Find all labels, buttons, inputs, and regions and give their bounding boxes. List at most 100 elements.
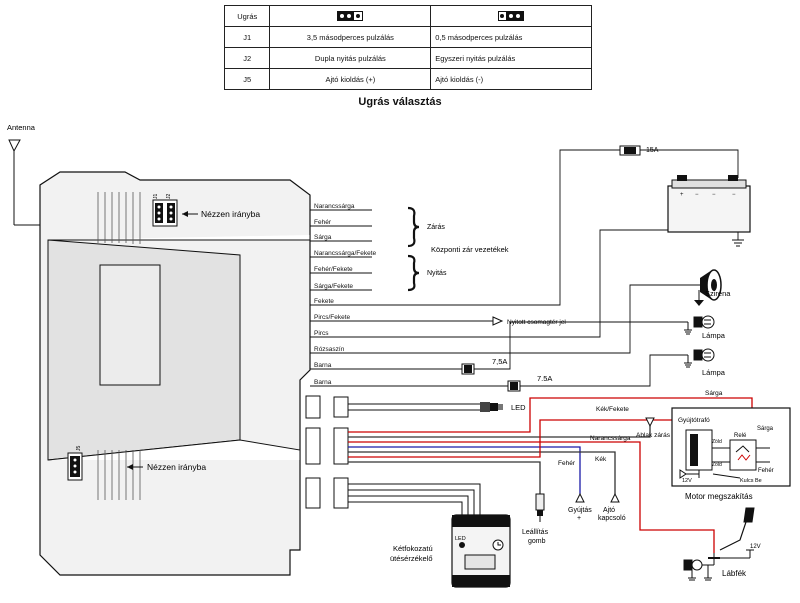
connector-block [305, 395, 349, 509]
fuse-75a-label: 7,5A [492, 357, 507, 366]
arrow-icon [182, 211, 198, 217]
ignition-12v-label: 12V [682, 478, 692, 484]
shock-sensor-icon [451, 514, 511, 588]
antenna-icon [8, 139, 40, 226]
door-switch-label: kapcsoló [598, 515, 626, 522]
ground-icon [732, 239, 744, 247]
sensor-wires [348, 483, 481, 515]
relay-label: Relé [734, 433, 747, 439]
brace-icon [407, 206, 420, 292]
led-wire [348, 403, 480, 411]
trunk-arrow-icon [492, 316, 504, 326]
fuse-75b-label: 7.5A [537, 374, 552, 383]
sensor-label-1: Kétfokozatú [393, 544, 433, 553]
unit-ribs-bottom [97, 450, 141, 500]
wire-label: Sárga/Fekete [314, 283, 353, 290]
wire-label: Fehér/Fekete [314, 266, 353, 273]
unit-ribs-top [97, 192, 141, 244]
jumper-j5-label: J5 [76, 446, 82, 452]
ignition-plus-label: + [577, 515, 581, 522]
ignition-box [671, 407, 791, 487]
antenna-label: Antenna [7, 123, 36, 132]
kek-fekete-label: Kék/Fekete [596, 406, 629, 413]
ignition-zold2-label: Zöld [712, 462, 722, 468]
svg-text:+: + [680, 192, 684, 198]
foot-brake-label: Lábfék [722, 569, 747, 578]
jumper-left-setting-icon [337, 11, 364, 21]
foot-brake-icon [683, 507, 755, 581]
ignition-input-icon [575, 492, 585, 503]
look-direction-bottom: Nézzen irányba [147, 462, 206, 472]
wire-harness [310, 149, 739, 387]
fuse-icon [507, 380, 521, 392]
lamp2-label: Lámpa [702, 368, 726, 377]
jumper-table: Ugrás J1 [223, 5, 592, 90]
lamp-icon [684, 315, 715, 335]
wire-label: Fehér [314, 219, 332, 226]
sensor-led-label: LED [455, 536, 466, 542]
unit-jumpers-top [152, 199, 178, 227]
kill-button-icon [535, 493, 545, 522]
arrow-icon [127, 464, 143, 470]
fuse-icon [619, 145, 641, 156]
feher-bottom-label: Fehér [558, 460, 576, 467]
wire-label: Pircs [314, 330, 329, 337]
sensor-label-2: ütésérzékelő [390, 554, 433, 563]
wire-label: Rózsaszín [314, 346, 345, 353]
wire-label: Fekete [314, 298, 334, 305]
jumper-right-setting-icon [498, 11, 525, 21]
jumper-right-value: Ajtó kioldás (-) [430, 68, 592, 90]
group-unlocking-label: Nyitás [427, 270, 447, 277]
jumper-id: J5 [223, 68, 271, 90]
jumper-row: J1 3,5 másodperces pulzálás 0,5 másodper… [223, 26, 592, 48]
fuse-icon [461, 363, 475, 375]
led-icon [480, 402, 503, 412]
look-direction-top: Nézzen irányba [201, 209, 260, 219]
kill-label: Leállítás [522, 529, 549, 536]
svg-text:−: − [732, 192, 736, 198]
group-locking-label: Zárás [427, 224, 445, 231]
kill-gomb-label: gomb [528, 538, 546, 545]
wire-label: Narancssárga [314, 203, 355, 210]
wire-label: Barna [314, 362, 332, 369]
ignition-label: Gyújtás [568, 507, 592, 514]
jumper-left-value: Ajtó kioldás (+) [269, 68, 432, 90]
ignition-sarga-label: Sárga [757, 426, 774, 432]
fuse-15-label: 15A [646, 147, 659, 154]
siren-icon [694, 269, 722, 306]
trunk-label: Nyitott csomagtér jel [507, 319, 566, 326]
unit-jumper-bottom [67, 452, 83, 481]
wire-label: Barna [314, 379, 332, 386]
wire-label: Sárga [314, 234, 332, 241]
kek-bottom-label: Kék [595, 456, 607, 463]
unit-face [47, 235, 311, 461]
ignition-title: Gyújtótrafó [678, 417, 710, 424]
jumper-table-header: Ugrás [223, 5, 592, 27]
central-lock-label: Központi zár vezetékek [431, 245, 509, 254]
ignition-zold1-label: Zöld [712, 439, 722, 445]
jumper-row: J5 Ajtó kioldás (+) Ajtó kioldás (-) [223, 68, 592, 90]
colored-wires [348, 397, 753, 553]
door-label: Ajtó [603, 507, 615, 514]
lamp-icon [684, 348, 715, 368]
siren-label: Sziréna [705, 289, 731, 298]
foot-12v-label: 12V [750, 544, 761, 550]
sarga-top-label: Sárga [705, 390, 723, 397]
narancssarga-bottom-label: Narancssárga [590, 435, 631, 442]
door-switch-input-icon [610, 492, 620, 503]
window-lock-label: Ablak zárás [636, 432, 671, 439]
ignition-feher-label: Fehér [758, 468, 774, 474]
ignition-key-label: Kulcs Be [740, 478, 762, 484]
battery-icon: + − − − [667, 175, 751, 233]
engine-cut-caption: Motor megszakítás [685, 492, 753, 501]
window-lock-arrow-icon [645, 417, 655, 428]
jumper-j2-label: J2 [166, 194, 172, 200]
jumper-table-caption: Ugrás választás [358, 96, 442, 108]
svg-text:−: − [695, 192, 699, 198]
jumper-j1-label: J1 [153, 194, 159, 200]
lamp1-label: Lámpa [702, 331, 726, 340]
svg-text:−: − [712, 192, 716, 198]
wire-label: Narancssárga/Fekete [314, 250, 377, 257]
